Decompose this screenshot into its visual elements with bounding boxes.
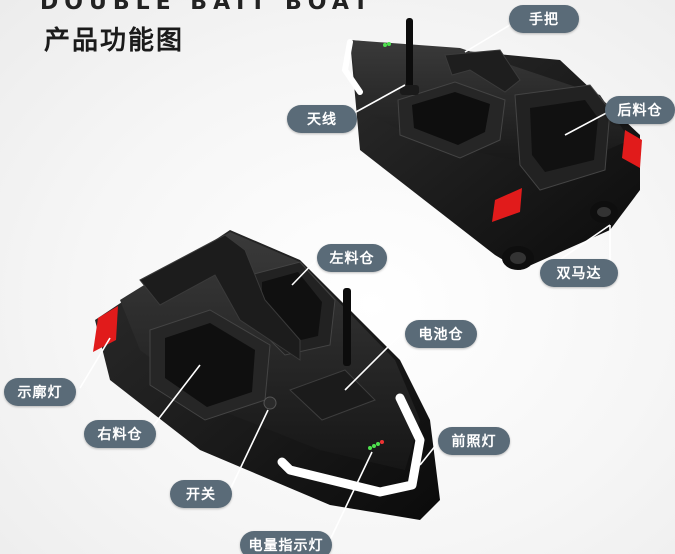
upper-red-light-left	[492, 188, 522, 222]
label-left-hopper: 左料仓	[317, 244, 387, 272]
page-title: 产品功能图	[44, 26, 185, 56]
label-antenna: 天线	[287, 105, 357, 133]
label-right-hopper: 右料仓	[84, 420, 156, 448]
lower-red-light	[93, 306, 118, 352]
label-battery-bay: 电池仓	[405, 320, 477, 348]
label-headlight: 前照灯	[438, 427, 510, 455]
label-handle: 手把	[509, 5, 579, 33]
label-switch: 开关	[170, 480, 232, 508]
top-strip-text: DOUBLE BAIT BOAT	[40, 0, 375, 15]
label-indicator-light: 示廓灯	[4, 378, 76, 406]
label-dual-motor: 双马达	[540, 259, 618, 287]
upper-boat	[341, 18, 642, 270]
upper-red-light-right	[622, 130, 642, 168]
label-battery-indicator: 电量指示灯	[240, 531, 332, 554]
leader-lines	[79, 21, 613, 541]
lower-boat	[93, 230, 440, 520]
label-rear-hopper: 后料仓	[605, 96, 675, 124]
